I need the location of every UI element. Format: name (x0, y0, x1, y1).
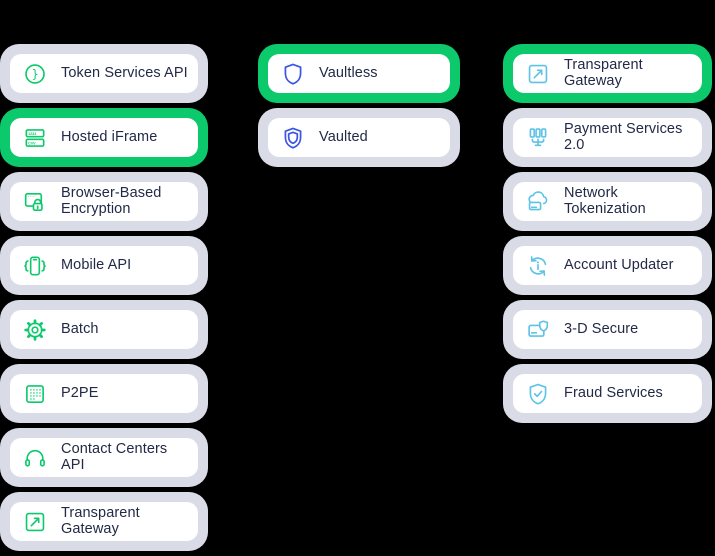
option-label: Network Tokenization (564, 184, 646, 217)
option-label: Vaultless (319, 64, 378, 81)
option-card: } Token Services API (10, 54, 198, 93)
option-card: Vaulted (268, 118, 450, 157)
option-pill-mobile-api[interactable]: Mobile API (0, 236, 208, 295)
option-card: Mobile API (10, 246, 198, 285)
three-d-secure-icon (525, 317, 551, 343)
option-card: Batch (10, 310, 198, 349)
column-vault-options: Vaultless Vaulted (258, 44, 460, 172)
network-tokenization-icon (525, 189, 551, 215)
column-services: Transparent Gateway Payment Services 2.0… (503, 44, 712, 428)
svg-text:CVV: CVV (28, 141, 36, 145)
option-card: Transparent Gateway (10, 502, 198, 541)
option-label: 3-D Secure (564, 320, 639, 337)
mobile-api-icon (22, 253, 48, 279)
payment-services-icon (525, 125, 551, 151)
option-pill-payment-services-2-0[interactable]: Payment Services 2.0 (503, 108, 712, 167)
option-pill-account-updater[interactable]: Account Updater (503, 236, 712, 295)
shield-outline-icon (280, 61, 306, 87)
option-card: Account Updater (513, 246, 702, 285)
option-pill-transparent-gateway[interactable]: Transparent Gateway (0, 492, 208, 551)
option-card: Vaultless (268, 54, 450, 93)
option-label: Browser-Based Encryption (61, 184, 162, 217)
option-pill-token-services-api[interactable]: } Token Services API (0, 44, 208, 103)
option-pill-vaultless[interactable]: Vaultless (258, 44, 460, 103)
option-label: Transparent Gateway (61, 504, 140, 537)
option-label: Vaulted (319, 128, 368, 145)
p2pe-icon (22, 381, 48, 407)
option-card: P2PE (10, 374, 198, 413)
contact-centers-api-icon (22, 445, 48, 471)
batch-icon (22, 317, 48, 343)
option-label: Mobile API (61, 256, 132, 273)
option-pill-p2pe[interactable]: P2PE (0, 364, 208, 423)
browser-based-encryption-icon (22, 189, 48, 215)
option-card: Browser-Based Encryption (10, 182, 198, 221)
option-label: Batch (61, 320, 99, 337)
option-label: P2PE (61, 384, 99, 401)
account-updater-icon (525, 253, 551, 279)
option-card: 3-D Secure (513, 310, 702, 349)
token-services-api-icon: } (22, 61, 48, 87)
fraud-services-icon (525, 381, 551, 407)
option-pill-vaulted[interactable]: Vaulted (258, 108, 460, 167)
option-label: Hosted iFrame (61, 128, 158, 145)
transparent-gateway-icon (22, 509, 48, 535)
option-pill-fraud-services[interactable]: Fraud Services (503, 364, 712, 423)
option-label: Contact Centers API (61, 440, 168, 473)
option-label: Payment Services 2.0 (564, 120, 683, 153)
option-card: Payment Services 2.0 (513, 118, 702, 157)
svg-text:}: } (32, 66, 39, 80)
option-card: Network Tokenization (513, 182, 702, 221)
option-label: Fraud Services (564, 384, 663, 401)
option-card: Contact Centers API (10, 438, 198, 477)
option-pill-3-d-secure[interactable]: 3-D Secure (503, 300, 712, 359)
shield-double-icon (280, 125, 306, 151)
option-pill-contact-centers-api[interactable]: Contact Centers API (0, 428, 208, 487)
option-label: Transparent Gateway (564, 56, 643, 89)
option-label: Token Services API (61, 64, 188, 81)
option-card: Fraud Services (513, 374, 702, 413)
option-card: Transparent Gateway (513, 54, 702, 93)
transparent-gateway-icon (525, 61, 551, 87)
option-pill-browser-based-encryption[interactable]: Browser-Based Encryption (0, 172, 208, 231)
option-label: Account Updater (564, 256, 674, 273)
option-pill-batch[interactable]: Batch (0, 300, 208, 359)
option-pill-transparent-gateway[interactable]: Transparent Gateway (503, 44, 712, 103)
option-pill-network-tokenization[interactable]: Network Tokenization (503, 172, 712, 231)
svg-text:1234: 1234 (28, 131, 37, 135)
